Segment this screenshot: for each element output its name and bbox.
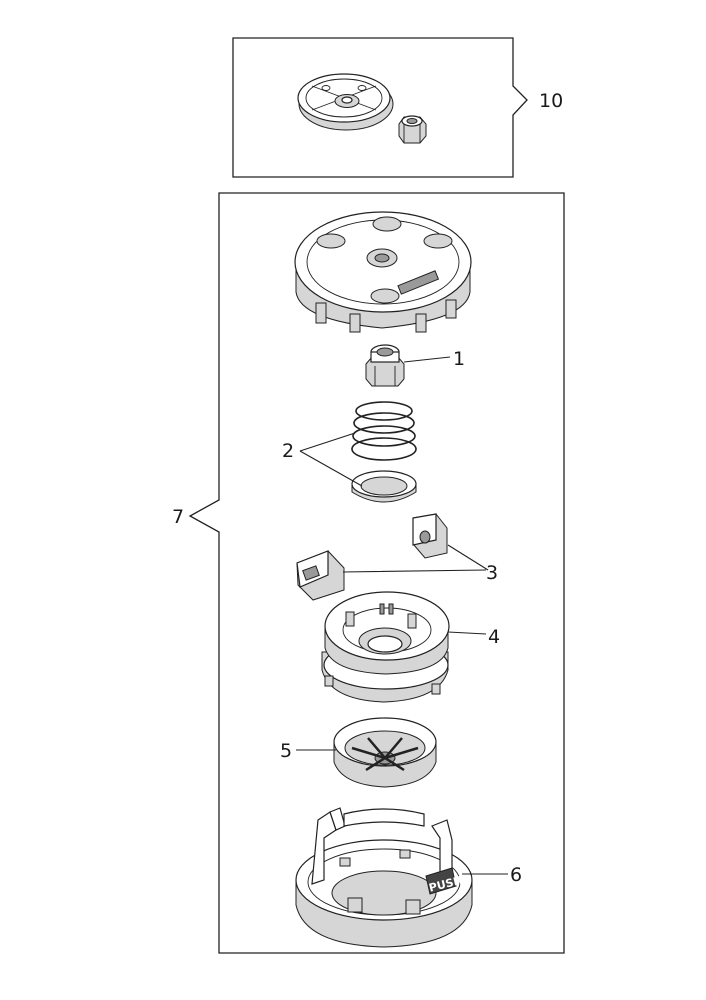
group-7: 7 [172, 192, 565, 954]
spring-washer [351, 470, 417, 503]
top-cover [294, 211, 472, 333]
leader-1 [403, 356, 451, 363]
callout-3: 3 [486, 562, 498, 584]
spool-housing: PUSH [295, 807, 473, 948]
hex-nut-small-icon [398, 115, 427, 144]
line-eyelet-right [412, 513, 448, 559]
hex-nut-icon [365, 344, 405, 387]
group-10: 10 [232, 37, 563, 178]
line-eyelet-left [296, 550, 345, 601]
callout-2: 2 [282, 440, 294, 462]
coil-spring-icon [351, 401, 417, 461]
callout-10: 10 [539, 90, 563, 112]
leader-4 [447, 631, 487, 635]
adapter-plate [297, 73, 394, 131]
line-spool [321, 591, 450, 703]
group-7-frame [188, 192, 565, 954]
leader-2 [299, 432, 363, 487]
callout-6: 6 [510, 864, 522, 886]
callout-5: 5 [280, 740, 292, 762]
leader-3 [342, 544, 489, 573]
spool-carrier [333, 717, 437, 788]
callout-1: 1 [453, 348, 465, 370]
callout-7: 7 [172, 506, 184, 528]
group-10-frame [232, 37, 528, 178]
callout-4: 4 [488, 626, 500, 648]
